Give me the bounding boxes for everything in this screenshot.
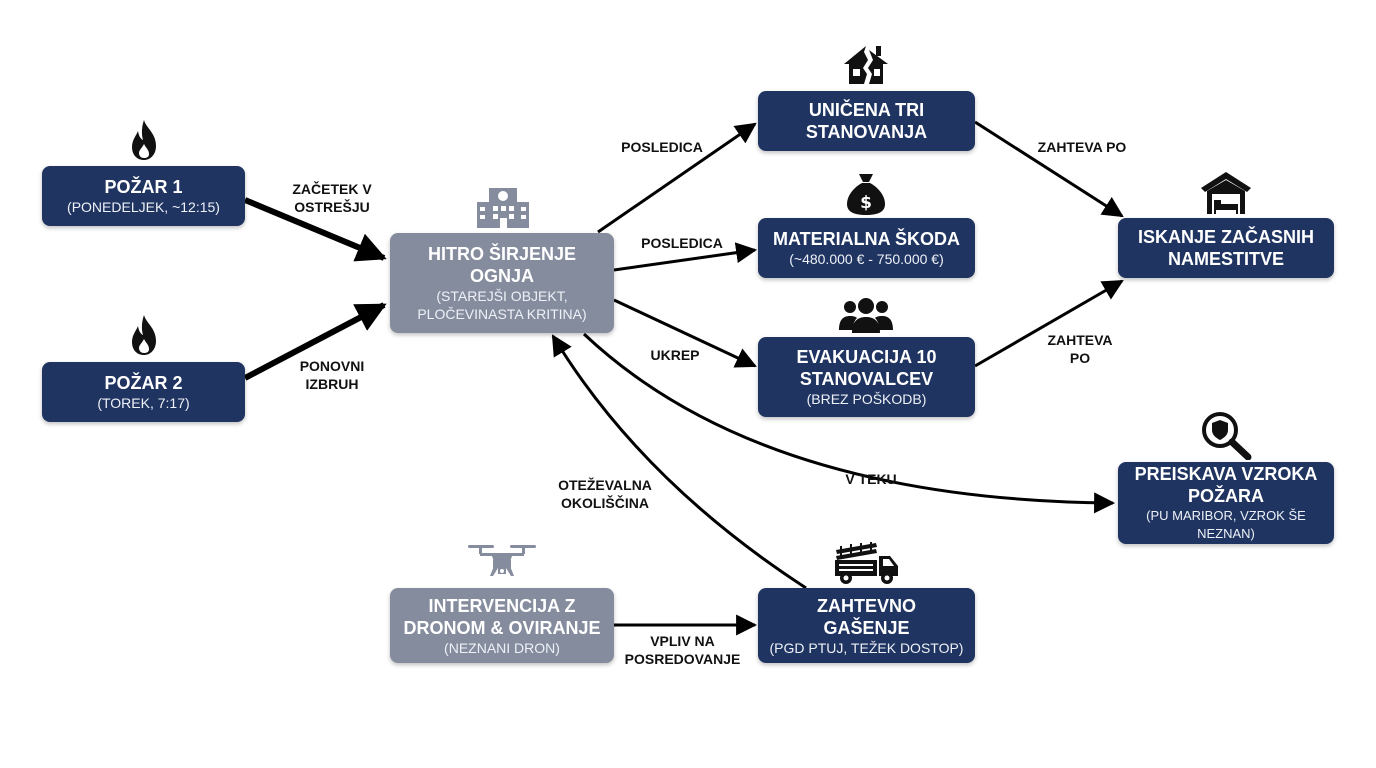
arrow-pozar2-hitro bbox=[243, 302, 387, 381]
edge-label-zacetek: ZAČETEK V OSTREŠJU bbox=[292, 181, 372, 215]
node-pozar-1: POŽAR 1 (PONEDELJEK, ~12:15) bbox=[42, 166, 245, 226]
node-title: INTERVENCIJA Z DRONOM & OVIRANJE bbox=[403, 595, 601, 638]
arrow-hitro-evakuacija bbox=[613, 298, 757, 368]
node-iskanje-namestitve: ISKANJE ZAČASNIH NAMESTITVE bbox=[1118, 218, 1334, 278]
fire-icon bbox=[132, 120, 156, 160]
node-title: ISKANJE ZAČASNIH NAMESTITVE bbox=[1137, 227, 1315, 269]
money-bag-icon: $ bbox=[847, 174, 885, 215]
node-title: MATERIALNA ŠKODA bbox=[773, 229, 960, 249]
node-subtitle: (PONEDELJEK, ~12:15) bbox=[67, 199, 220, 215]
node-title: POŽAR 1 bbox=[104, 177, 183, 197]
edge-label-posledica-2: POSLEDICA bbox=[641, 235, 723, 251]
edge-label-zahteva-2: ZAHTEVA PO bbox=[1047, 332, 1113, 366]
node-title: ZAHTEVNO GAŠENJE bbox=[817, 595, 916, 638]
edge-label-zahteva-1: ZAHTEVA PO bbox=[1037, 139, 1127, 155]
edge-label-posledica-1: POSLEDICA bbox=[621, 139, 703, 155]
node-title: HITRO ŠIRJENJE OGNJA bbox=[427, 244, 577, 286]
people-icon bbox=[839, 298, 893, 333]
broken-house-icon bbox=[844, 46, 888, 84]
node-subtitle: (PU MARIBOR, VZROK ŠE NEZNAN) bbox=[1146, 508, 1306, 541]
shelter-icon bbox=[1201, 172, 1251, 214]
node-title: UNIČENA TRI STANOVANJA bbox=[805, 100, 928, 142]
edge-label-ukrep: UKREP bbox=[650, 347, 700, 363]
node-evakuacija: EVAKUACIJA 10 STANOVALCEV (BREZ POŠKODB) bbox=[758, 337, 975, 417]
magnifier-badge-icon bbox=[1202, 412, 1252, 460]
arrow-pozar1-hitro bbox=[243, 197, 387, 262]
arrow-evakuacija-iskanje bbox=[974, 279, 1124, 368]
arrow-gasenje-hitro bbox=[551, 334, 807, 590]
edge-label-vteku: V TEKU bbox=[845, 471, 897, 487]
node-title: EVAKUACIJA 10 STANOVALCEV bbox=[796, 347, 937, 389]
arrow-unicena-iskanje bbox=[974, 120, 1124, 218]
node-subtitle: (STAREJŠI OBJEKT, PLOČEVINASTA KRITINA) bbox=[417, 288, 587, 322]
node-pozar-2: POŽAR 2 (TOREK, 7:17) bbox=[42, 362, 245, 422]
node-title: PREISKAVA VZROKA POŽARA bbox=[1134, 464, 1318, 506]
edge-label-ponovni: PONOVNI IZBRUH bbox=[299, 358, 365, 392]
node-materialna-skoda: MATERIALNA ŠKODA (~480.000 € - 750.000 €… bbox=[758, 218, 975, 278]
building-icon bbox=[477, 188, 529, 228]
arrow-hitro-preiskava bbox=[582, 332, 1116, 514]
node-subtitle: (PGD PTUJ, TEŽEK DOSTOP) bbox=[769, 639, 964, 656]
arrow-hitro-skoda bbox=[613, 242, 758, 272]
arrow-hitro-unicena bbox=[597, 122, 757, 234]
fire-truck-icon bbox=[835, 542, 898, 584]
edge-label-vpliv: VPLIV NA POSREDOVANJE bbox=[624, 633, 741, 667]
node-zahtevno-gasenje: ZAHTEVNO GAŠENJE (PGD PTUJ, TEŽEK DOSTOP… bbox=[758, 588, 975, 663]
node-title: POŽAR 2 bbox=[104, 373, 183, 393]
node-preiskava: PREISKAVA VZROKA POŽARA (PU MARIBOR, VZR… bbox=[1118, 462, 1334, 544]
node-hitro-sirjenje: HITRO ŠIRJENJE OGNJA (STAREJŠI OBJEKT, P… bbox=[390, 233, 614, 333]
node-subtitle: (BREZ POŠKODB) bbox=[806, 391, 927, 407]
node-intervencija-dron: INTERVENCIJA Z DRONOM & OVIRANJE (NEZNAN… bbox=[390, 588, 614, 663]
fire-icon bbox=[132, 315, 156, 355]
drone-icon bbox=[468, 545, 536, 576]
edge-label-otezevalna: OTEŽEVALNA OKOLIŠČINA bbox=[558, 477, 652, 511]
node-subtitle: (TOREK, 7:17) bbox=[97, 395, 190, 411]
node-unicena-stanovanja: UNIČENA TRI STANOVANJA bbox=[758, 91, 975, 151]
svg-text:$: $ bbox=[860, 193, 872, 213]
node-subtitle: (~480.000 € - 750.000 €) bbox=[789, 251, 944, 267]
node-subtitle: (NEZNANI DRON) bbox=[444, 639, 560, 656]
